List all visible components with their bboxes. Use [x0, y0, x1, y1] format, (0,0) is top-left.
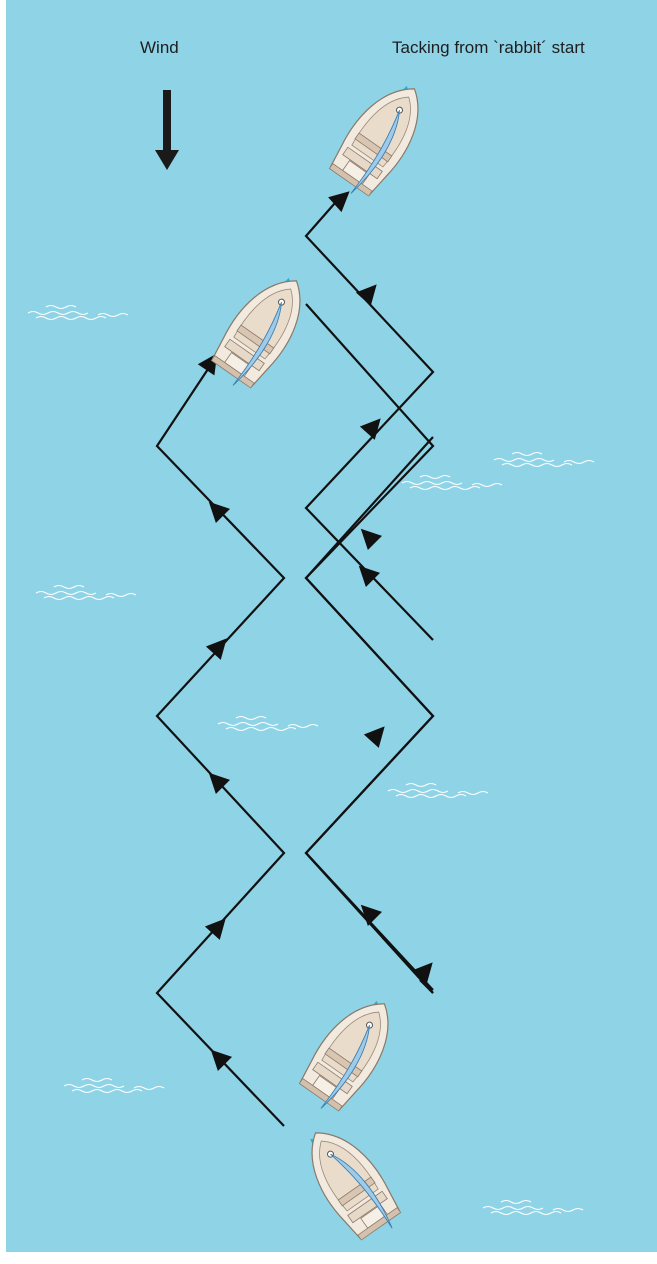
track-arrow [355, 284, 377, 306]
right-track-upper-zigzag [304, 194, 435, 641]
left-tacking-track [155, 359, 286, 1127]
wind-label: Wind [140, 38, 179, 57]
track-arrow [359, 418, 381, 440]
arrow-down-icon [155, 90, 179, 170]
diagram-title: Tacking from `rabbit´ start [392, 38, 585, 57]
right-track-bottom-leg [305, 852, 434, 994]
track-arrow [328, 191, 350, 213]
